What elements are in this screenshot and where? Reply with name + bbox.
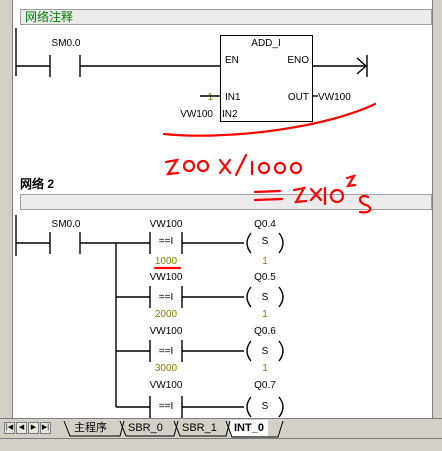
compare-address: VW100	[149, 272, 183, 283]
out-operand[interactable]: VW100	[318, 92, 351, 103]
coil-operator: S	[261, 236, 269, 247]
tab-separators	[63, 420, 284, 438]
ladder-editor[interactable]: 网络注释 SM0.0 ADD_I EN ENO IN1 IN2 OUT 1 VW…	[0, 0, 442, 418]
right-margin	[432, 0, 442, 418]
network-title: 网络 2	[20, 177, 55, 191]
network-comment[interactable]	[20, 194, 432, 210]
coil-address: Q0.6	[254, 326, 276, 337]
coil-operator: S	[261, 401, 269, 412]
coil-address: Q0.4	[254, 219, 276, 230]
tab-sbr-0[interactable]: SBR_0	[128, 422, 163, 434]
in1-operand[interactable]: 1	[207, 92, 213, 103]
next-icon[interactable]: ▶	[28, 422, 39, 434]
coil-count[interactable]: 1	[262, 256, 268, 267]
first-icon[interactable]: |◀	[4, 422, 15, 434]
compare-operator: ==I	[158, 236, 174, 247]
pin-in2: IN2	[222, 109, 238, 120]
coil-count[interactable]: 1	[262, 309, 268, 320]
tab-sbr-1[interactable]: SBR_1	[182, 422, 217, 434]
tab-int-0[interactable]: INT_0	[230, 420, 268, 436]
compare-operator: ==I	[158, 346, 174, 357]
pin-en: EN	[225, 55, 239, 66]
contact-address: SM0.0	[51, 219, 81, 230]
compare-value[interactable]: 1000	[154, 256, 178, 267]
coil-address: Q0.7	[254, 380, 276, 391]
coil-operator: S	[261, 292, 269, 303]
tab-main[interactable]: 主程序	[74, 422, 107, 434]
compare-operator: ==I	[158, 401, 174, 412]
horizontal-scrollbar[interactable]	[0, 438, 442, 451]
coil-count[interactable]: 1	[262, 363, 268, 374]
pin-eno: ENO	[287, 55, 309, 66]
compare-address: VW100	[149, 326, 183, 337]
compare-address: VW100	[149, 219, 183, 230]
block-name: ADD_I	[251, 38, 281, 49]
coil-address: Q0.5	[254, 272, 276, 283]
add-i-block[interactable]	[220, 35, 313, 122]
in2-operand[interactable]: VW100	[180, 109, 213, 120]
contact-address: SM0.0	[51, 38, 81, 49]
ladder-wiring	[15, 28, 377, 418]
network-comment[interactable]: 网络注释	[20, 9, 432, 25]
pin-in1: IN1	[225, 92, 241, 103]
compare-value[interactable]: 2000	[154, 309, 178, 320]
prev-icon[interactable]: ◀	[16, 422, 27, 434]
left-rail	[0, 0, 13, 418]
coil-operator: S	[261, 346, 269, 357]
sheet-tab-bar: |◀ ◀ ▶ ▶| 主程序 SBR_0 SBR_1 INT_0	[0, 418, 442, 438]
compare-address: VW100	[149, 380, 183, 391]
pin-out: OUT	[287, 92, 309, 103]
last-icon[interactable]: ▶|	[40, 422, 51, 434]
compare-value[interactable]: 3000	[154, 363, 178, 374]
compare-operator: ==I	[158, 292, 174, 303]
